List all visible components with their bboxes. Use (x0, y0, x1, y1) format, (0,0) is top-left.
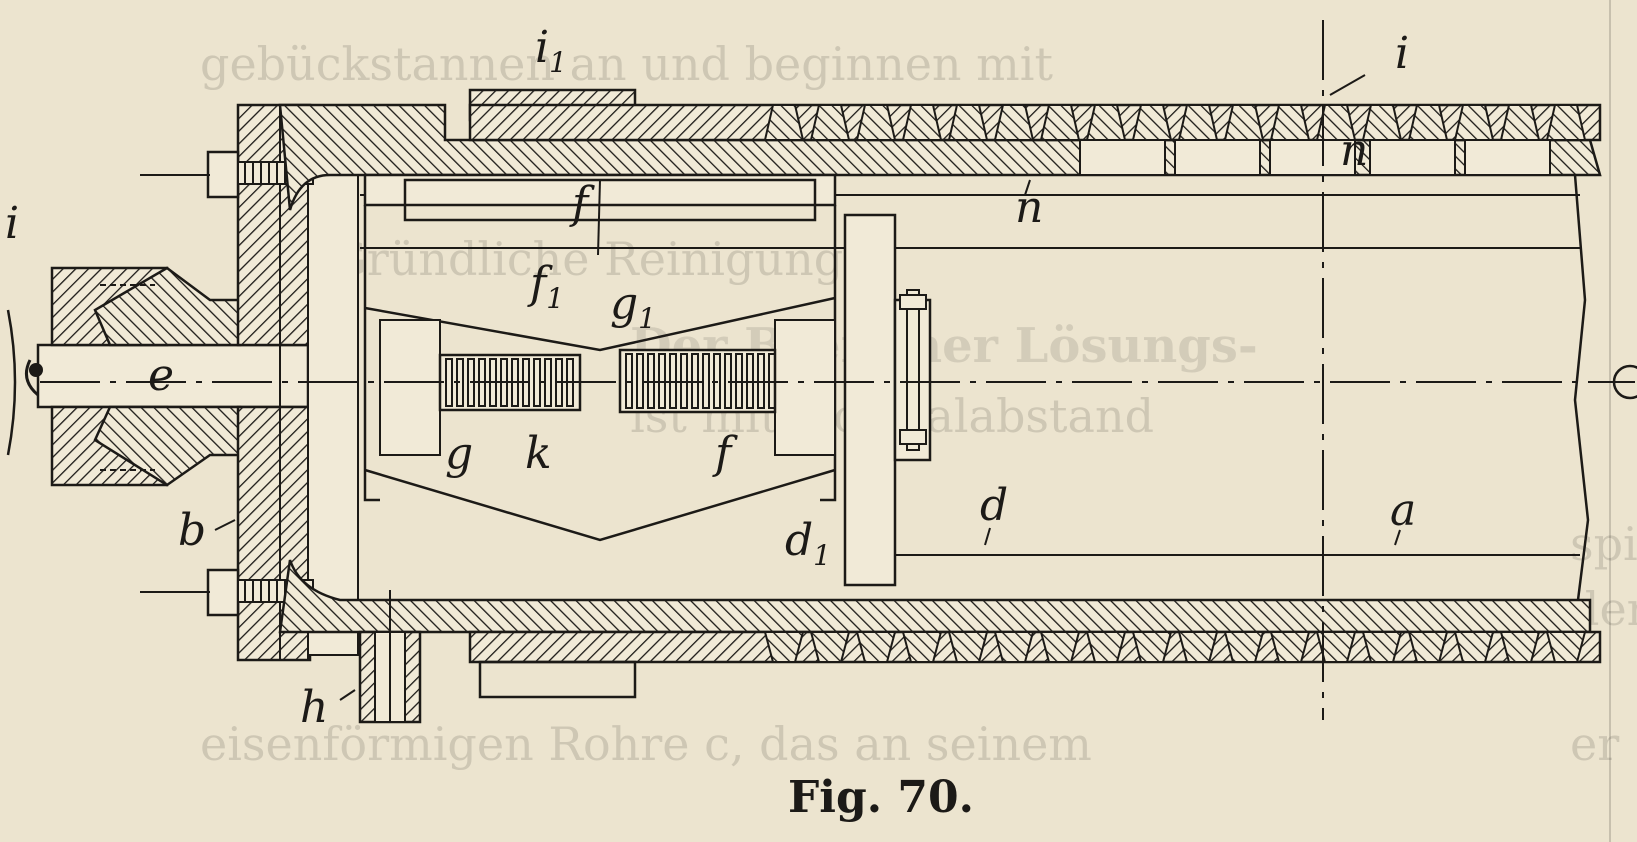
stud-bottom (1223, 631, 1265, 663)
coil (702, 353, 710, 409)
stud-bottom (1085, 631, 1127, 663)
stud-bottom (1499, 631, 1541, 663)
figure-caption: Fig. 70. (788, 772, 974, 823)
stud-top (1039, 104, 1081, 141)
bleed-line-1: gebückstannen an und beginnen mit (200, 37, 1053, 91)
stud-top (1545, 104, 1587, 141)
centre-lines (40, 20, 1635, 720)
label-h: h (300, 682, 328, 733)
label-d: d (980, 480, 1008, 531)
stud-bottom (1177, 631, 1219, 663)
label-i: i (1395, 28, 1409, 79)
slot (1464, 139, 1551, 176)
stud-top (901, 104, 943, 141)
label-i1: i1 (535, 22, 567, 79)
bleed-line-5: eisenförmigen Rohre c, das an seinem (200, 717, 1092, 771)
bleed-right-3: er (1570, 717, 1619, 771)
label-g1: g1 (610, 278, 656, 335)
slots-top (1079, 139, 1551, 176)
label-n: n (1340, 125, 1368, 176)
slot (1369, 139, 1456, 176)
inner-lines (360, 174, 1590, 601)
leader-lines (214, 74, 1401, 701)
stud-bottom (1039, 631, 1081, 663)
stud-top (993, 104, 1035, 141)
stud-bottom (1407, 631, 1449, 663)
nut-left (50, 266, 242, 487)
slot (1269, 139, 1356, 176)
stud-bottom (901, 631, 943, 663)
drum-wall-top (278, 88, 1602, 211)
stud-bottom (809, 631, 851, 663)
stud-bottom (1269, 631, 1311, 663)
slot (1174, 139, 1261, 176)
bleed-line-2: Gründliche Reinigung (330, 232, 843, 286)
stud-top (947, 104, 989, 141)
stud-bottom (763, 631, 805, 663)
stud-bottom (1131, 631, 1173, 663)
stud-bottom (1545, 631, 1587, 663)
right-edge-circle (1612, 364, 1637, 400)
stud-bottom (947, 631, 989, 663)
piston-d1 (843, 213, 932, 587)
stud-bottom (993, 631, 1035, 663)
slot (1079, 139, 1166, 176)
label-n-lower: n (1015, 182, 1043, 233)
label-e: e (148, 350, 174, 401)
label-b: b (178, 505, 206, 556)
label-g: g (445, 428, 473, 479)
stud-bottom (1361, 631, 1403, 663)
coil (445, 358, 453, 407)
studs-top (763, 104, 1587, 141)
stud-bottom (855, 631, 897, 663)
drain-pipe-h (358, 590, 422, 724)
label-k: k (525, 428, 552, 479)
label-a: a (1390, 485, 1416, 536)
label-d1: d1 (785, 515, 831, 572)
stud-bottom (1453, 631, 1495, 663)
bleed-right-1: spi (1570, 517, 1637, 571)
left-edge-arc (6, 309, 17, 456)
stud-top (763, 104, 805, 141)
drum-wall-bottom (278, 559, 1602, 699)
stud-top (855, 104, 897, 141)
label-edge-i: i (5, 198, 19, 249)
stud-top (809, 104, 851, 141)
part-labels: i1 i n n i f f1 g1 e k g f d d1 a b h (5, 22, 1416, 733)
